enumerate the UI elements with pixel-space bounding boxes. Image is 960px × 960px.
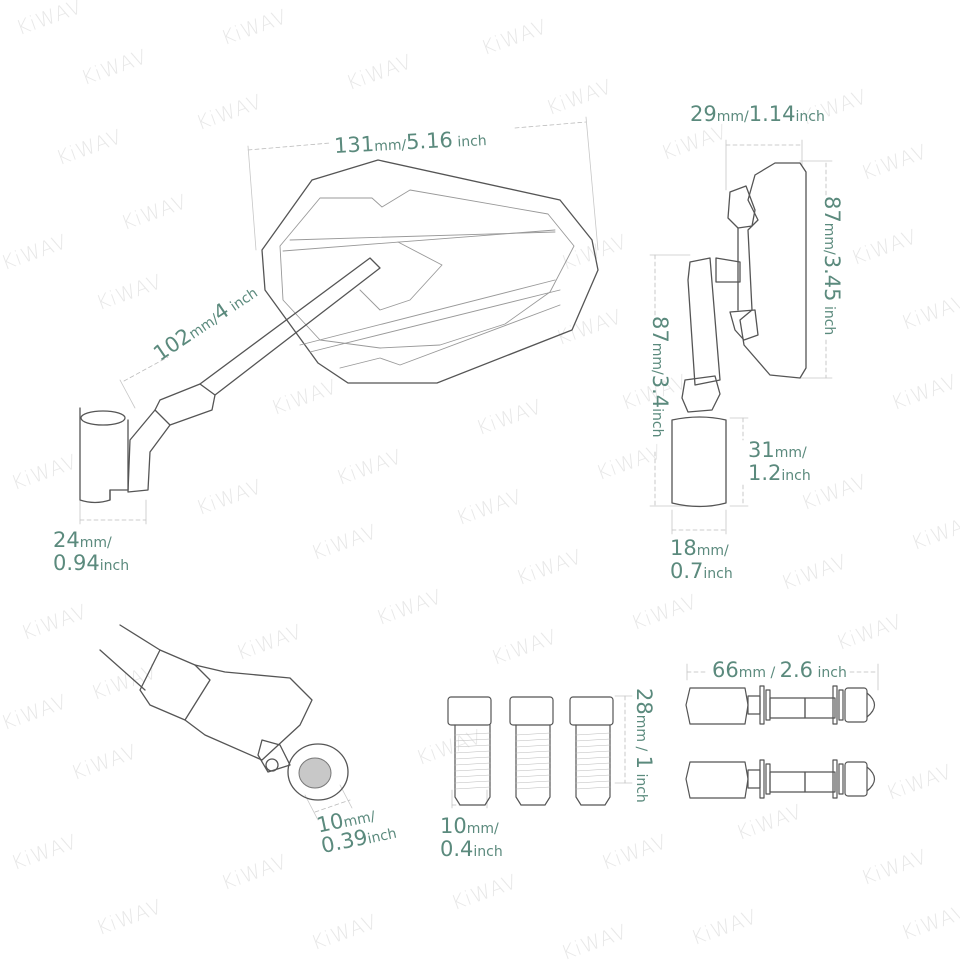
dim-adapter-length: 66mm / 2.6 inch <box>712 658 847 682</box>
dimension-lines <box>79 121 879 813</box>
dim-stem-height: 87mm/3.4inch <box>648 316 672 438</box>
adapter-bolts <box>685 685 876 799</box>
mirror-arm <box>79 257 381 504</box>
mirror-side-view <box>671 162 807 508</box>
mirror-head-front <box>261 159 599 384</box>
dim-bolt-diameter: 10mm/ 0.4inch <box>440 814 503 861</box>
dim-mirror-depth: 29mm/1.14inch <box>690 102 825 126</box>
dim-stem-width: 18mm/ 0.7inch <box>670 536 733 583</box>
bolt-set <box>447 696 614 806</box>
dim-base-width: 24mm/ 0.94inch <box>53 528 130 575</box>
clamp-closeup <box>99 624 349 801</box>
extension-lines <box>79 116 879 821</box>
dim-mirror-height: 87mm/3.45 inch <box>820 196 844 336</box>
dim-clamp-height: 31mm/ 1.2inch <box>748 438 811 485</box>
dim-bolt-length: 28mm / 1 inch <box>632 688 656 803</box>
